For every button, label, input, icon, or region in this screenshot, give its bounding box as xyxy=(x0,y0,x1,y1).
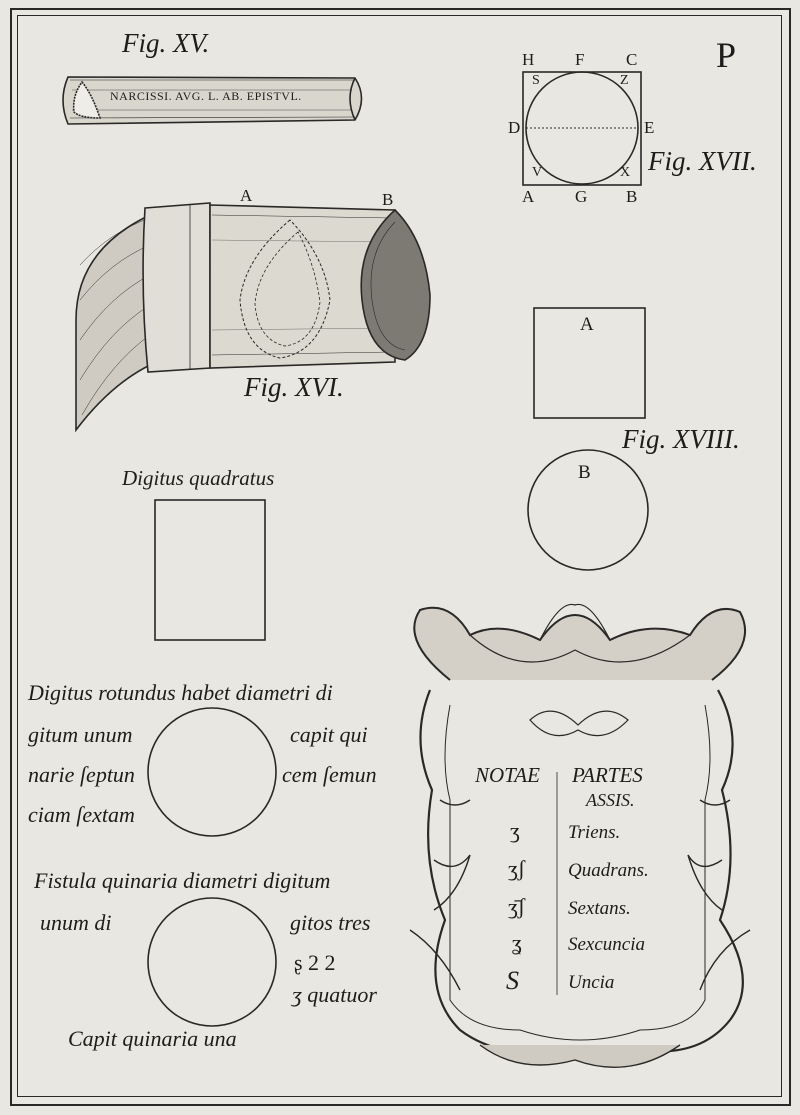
fig17-label: Fig. XVII. xyxy=(648,146,757,176)
fig15-pipe xyxy=(62,76,363,125)
partes-column-header: PARTES xyxy=(572,763,643,787)
fig17-letter-s: S xyxy=(532,73,540,88)
fig16-label: Fig. XVI. xyxy=(244,372,344,402)
part-name-2: Quadrans. xyxy=(568,860,649,881)
fig17-letter-z: Z xyxy=(620,73,629,88)
fistula-quinaria-circle xyxy=(147,897,277,1027)
fig17-diagram xyxy=(522,71,642,186)
digitus-rotundus-right-2: cem ſemun xyxy=(282,762,377,787)
digitus-rotundus-left-3: ciam ſextam xyxy=(28,802,135,827)
fistula-quinaria-line1: Fistula quinaria diametri digitum xyxy=(34,868,331,893)
digitus-rotundus-left-2: narie ſeptun xyxy=(28,762,135,787)
fistula-quinaria-note-1: ʂ 2 2 xyxy=(294,950,336,975)
digitus-rotundus-right-1: capit qui xyxy=(290,722,368,747)
fig17-letter-d: D xyxy=(508,118,521,137)
fistula-quinaria-note-2: ʒ quatuor xyxy=(292,982,377,1007)
note-symbol-5: S xyxy=(506,966,519,995)
part-name-4: Sexcuncia xyxy=(568,934,646,955)
fig17-letter-e: E xyxy=(644,118,655,137)
fig16-pipe xyxy=(75,202,431,433)
fistula-quinaria-last: Capit quinaria una xyxy=(68,1026,237,1051)
fig17-letter-f: F xyxy=(575,50,585,69)
fig18-square-letter: A xyxy=(580,314,594,335)
fig17-letter-g: G xyxy=(575,187,588,206)
digitus-rotundus-line1: Digitus rotundus habet diametri di xyxy=(28,680,333,705)
fig17-letter-v: V xyxy=(532,165,543,180)
digitus-quadratus-label: Digitus quadratus xyxy=(122,466,275,490)
fistula-quinaria-right: gitos tres xyxy=(290,910,371,935)
fig16-point-b: B xyxy=(382,190,394,209)
fig18-circle-letter: B xyxy=(578,462,591,483)
assis-column-header: ASSIS. xyxy=(586,790,635,810)
plate-border-outer xyxy=(10,8,791,1106)
fig15-label: Fig. XV. xyxy=(122,28,210,58)
plate-letter: P xyxy=(716,35,737,75)
fig18-shapes xyxy=(527,307,649,571)
note-symbol-2: ʒʃ xyxy=(508,856,526,881)
digitus-rotundus-circle xyxy=(147,707,277,837)
fig17-letter-a: A xyxy=(522,187,535,206)
fig15-inscription: NARCISSI. AVG. L. AB. EPISTVL. xyxy=(110,89,302,103)
fig18-label: Fig. XVIII. xyxy=(622,424,740,454)
part-name-3: Sextans. xyxy=(568,898,631,919)
fig17-letter-x: X xyxy=(620,165,631,180)
note-symbol-4: ʓ xyxy=(512,930,522,955)
fig17-letter-h: H xyxy=(522,50,535,69)
digitus-rotundus-left-1: gitum unum xyxy=(28,722,133,747)
fig17-letter-c: C xyxy=(626,50,638,69)
fig16-point-a: A xyxy=(240,186,253,205)
plate-border-inner xyxy=(17,15,782,1097)
digitus-quadratus-square xyxy=(154,499,266,641)
fig17-letter-b: B xyxy=(626,187,638,206)
note-symbol-3: ʒ̄ʃ xyxy=(508,894,526,919)
notae-column-header: NOTAE xyxy=(475,763,540,787)
fistula-quinaria-left: unum di xyxy=(40,910,112,935)
part-name-1: Triens. xyxy=(568,822,621,843)
part-name-5: Uncia xyxy=(568,972,615,993)
note-symbol-1: ʒ xyxy=(510,818,520,843)
ornamental-cartouche xyxy=(409,603,751,1068)
